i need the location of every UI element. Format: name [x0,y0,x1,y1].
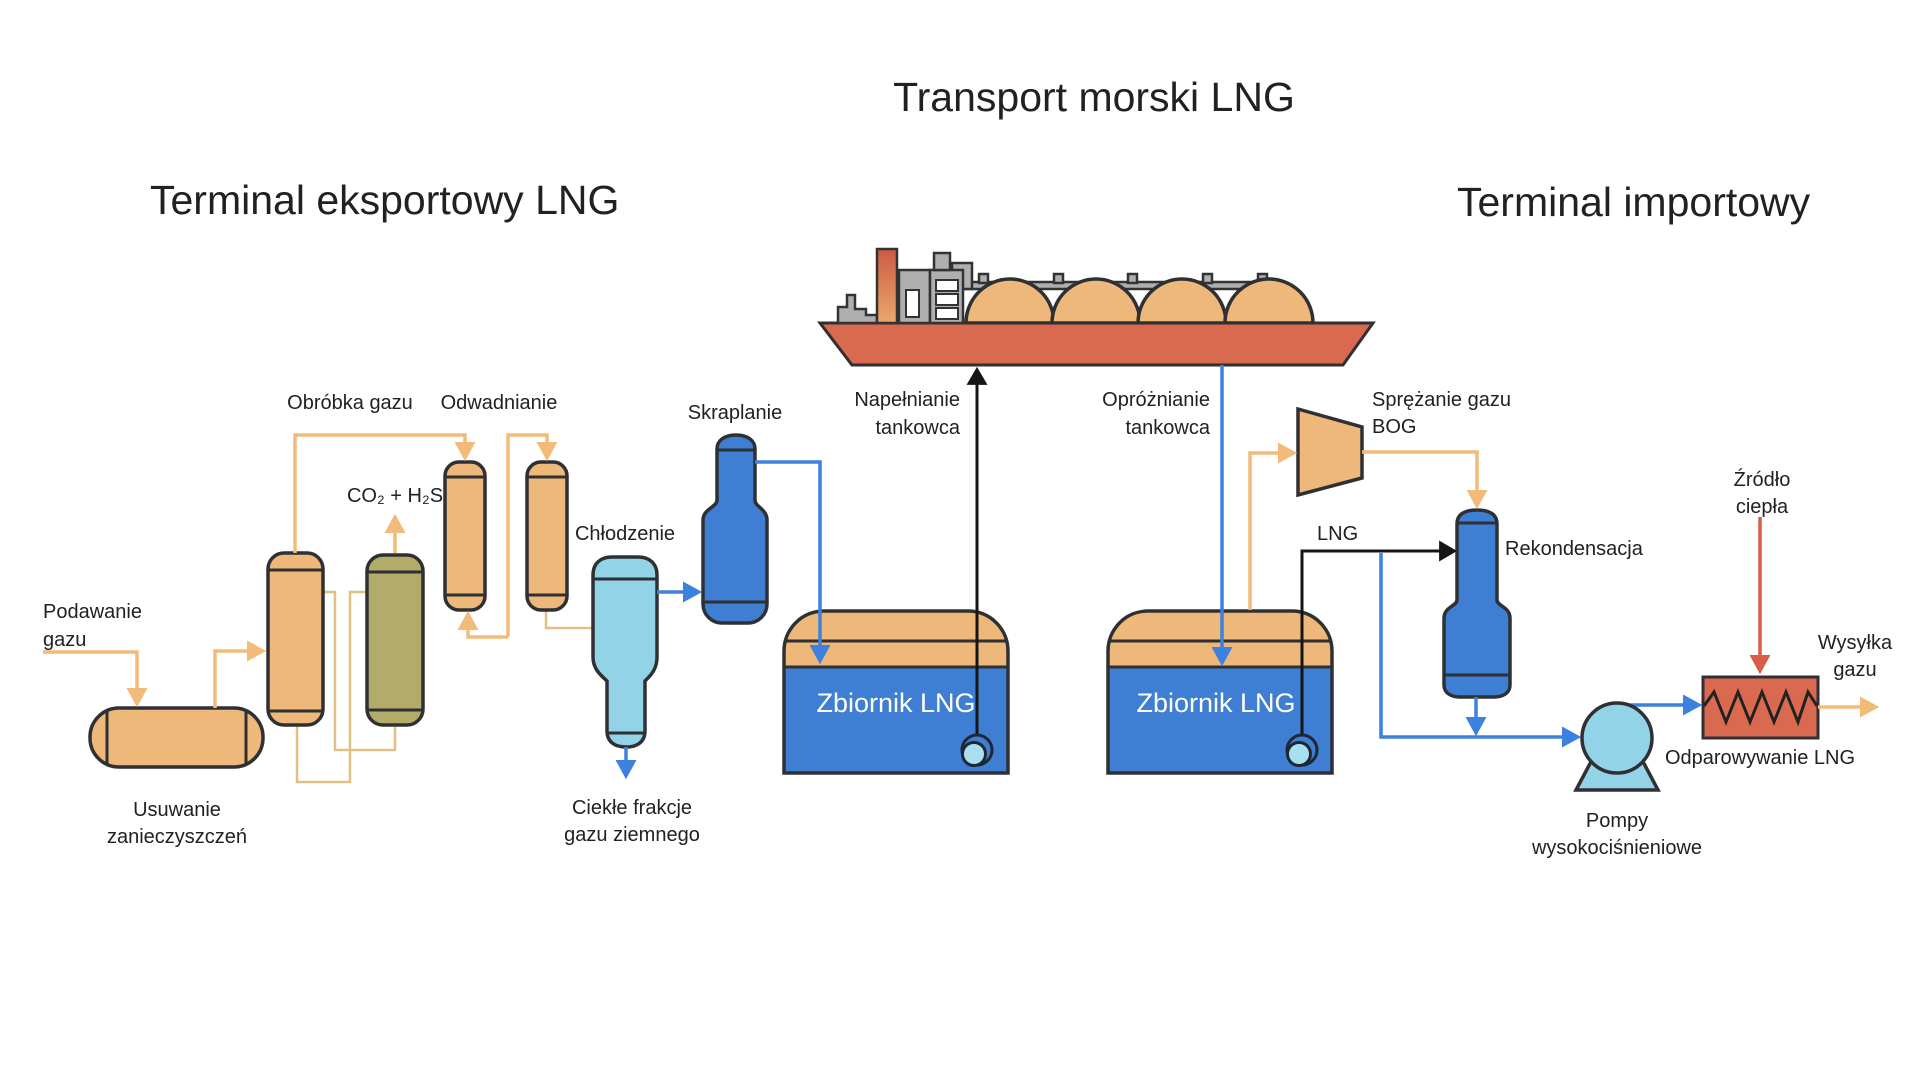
tanker-unloading-label-1: Opróżnianie [1102,389,1210,411]
gas-treatment-column-2 [365,553,425,727]
liquefaction-to-tank-line [755,460,831,665]
feed-gas-line [43,650,148,708]
co2-h2s-label: CO₂ + H₂S [347,485,443,507]
cooling-label: Chłodzenie [575,523,675,545]
dehydration-loop-down-line [506,433,558,637]
impurity-removal-label-2: zanieczyszczeń [107,826,247,848]
ship-cargo-domes [964,277,1315,325]
compressor-to-recondenser-line [1362,450,1488,510]
heat-source-label-2: ciepła [1736,496,1789,518]
import-terminal-title: Terminal importowy [1457,179,1811,225]
dehydration-column-2 [525,460,569,612]
tanker-unloading-label-2: tankowca [1126,417,1211,439]
tanker-loading-label-1: Napełnianie [854,389,960,411]
dehydration-label: Odwadnianie [441,392,558,414]
ship-skyline-silhouette [836,293,879,325]
main-title: Transport morski LNG [893,74,1295,120]
hp-pumps-label-1: Pompy [1586,810,1648,832]
gas-sendout-label-2: gazu [1833,659,1876,681]
heat-source-label-1: Źródło [1734,468,1791,491]
ship-hull [816,321,1376,367]
export-terminal-title: Terminal eksportowy LNG [150,177,619,223]
impurity-removal-vessel [88,706,265,769]
lng-to-recondenser-line [1300,540,1458,735]
treatment-to-dehydration-line [293,433,476,553]
liquid-fractions-label-1: Ciekłe frakcje [572,797,692,819]
lng-vaporizer [1701,675,1820,740]
gas-flow-lines [43,365,1880,780]
dehydration-column-1 [443,460,487,612]
ship-funnel [875,247,899,325]
feed-gas-label-1: Podawanie [43,601,142,623]
vaporizer-coil [1702,687,1819,727]
tanker-loading-label-2: tankowca [876,417,961,439]
gas-treatment-label: Obróbka gazu [287,392,413,414]
to-treatment-line [213,640,267,708]
dehydration-to-cooling-line [544,610,593,630]
amine-loop-lines [295,590,397,784]
bog-compression-label-1: Sprężanie gazu [1372,389,1511,411]
lng-to-pumps-line [1379,553,1582,748]
gas-treatment-column-1 [266,551,325,727]
bog-compression-label-2: BOG [1372,416,1416,438]
liquefaction-vessel [701,433,769,625]
lng-line-label: LNG [1317,523,1358,545]
gas-sendout-label-1: Wysyłka [1818,632,1893,654]
liquid-fractions-label-2: gazu ziemnego [564,824,700,846]
export-tank-pump [960,733,994,767]
high-pressure-pump [1573,701,1661,792]
liquefaction-label: Skraplanie [688,402,783,424]
export-tank-label: Zbiornik LNG [816,688,975,718]
hp-pumps-label-2: wysokociśnieniowe [1531,837,1702,859]
bog-to-compressor-line [1248,442,1298,610]
import-tank-label: Zbiornik LNG [1136,688,1295,718]
lng-carrier-ship [816,247,1376,367]
import-tank-pump [1285,733,1319,767]
recondensation-vessel [1442,508,1512,699]
impurity-removal-label-1: Usuwanie [133,799,221,821]
feed-gas-label-2: gazu [43,629,86,651]
dehydration-loop-up-line [457,610,508,639]
recondensation-label: Rekondensacja [1505,538,1644,560]
lng-vaporization-label: Odparowywanie LNG [1665,747,1855,769]
bog-compressor [1296,406,1364,498]
cooling-vessel [591,555,659,749]
process-labels: Podawanie gazu Usuwanie zanieczyszczeń O… [43,389,1893,859]
